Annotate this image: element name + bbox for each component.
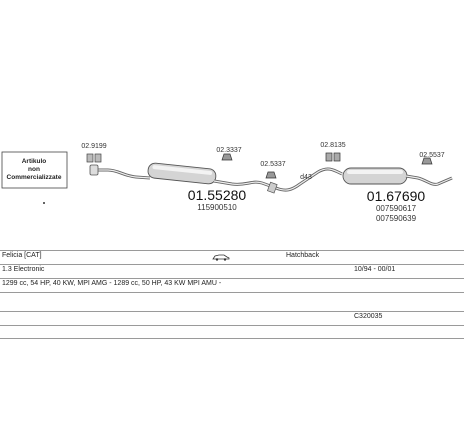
note-line-2: non [28,166,40,173]
row-code: C320035 [0,312,464,325]
table-line-3 [0,292,464,293]
hanger-02-8135 [325,152,341,162]
date-range: 10/94 - 00/01 [354,266,396,273]
part-label-02-3337: 02.3337 [216,147,241,154]
middle-silencer [147,162,217,185]
note-line-3: Commercializzate [7,174,62,181]
part-label-02-5537: 02.5537 [419,152,444,159]
table-line-bottom [0,338,464,339]
pipe-diameter-label: d43 [300,174,312,181]
ref-115900510: 115900510 [197,203,237,212]
part-number-01-67690: 01.67690 [367,188,426,204]
note-line-1: Artikulo [22,158,47,165]
part-number-01-55280: 01.55280 [188,187,247,203]
part-label-02-9199: 02.9199 [81,143,106,150]
front-flange [89,164,99,176]
table-line-2 [0,278,464,279]
engine-name: 1.3 Electronic [2,266,45,273]
row-spec: 1299 cc, 54 HP, 40 KW, MPI AMG - 1289 cc… [0,279,464,292]
part-label-02-8135: 02.8135 [320,142,345,149]
body-type: Hatchback [286,252,320,259]
row-engine: 1.3 Electronic 10/94 - 00/01 [0,265,464,278]
row-model: Felicia [CAT] Hatchback [0,251,464,264]
model-name: Felicia [CAT] [2,252,42,259]
table-line-5 [0,325,464,326]
hanger-02-5337 [265,171,277,179]
hanger-02-3337 [221,153,233,161]
car-icon [212,253,230,261]
table-line-1 [0,264,464,265]
part-label-02-5337: 02.5337 [260,161,285,168]
ref-007590639: 007590639 [376,214,417,223]
rear-silencer [342,167,408,185]
hanger-02-5537 [421,157,433,165]
clamp-02-9199 [86,153,102,163]
table-line-top [0,250,464,251]
table-line-4 [0,311,464,312]
note-box [1,151,68,189]
engine-spec: 1299 cc, 54 HP, 40 KW, MPI AMG - 1289 cc… [2,280,222,287]
pipe-clamp [267,181,278,194]
catalogue-code: C320035 [354,313,383,320]
note-dot [43,202,45,204]
ref-007590617: 007590617 [376,204,417,213]
